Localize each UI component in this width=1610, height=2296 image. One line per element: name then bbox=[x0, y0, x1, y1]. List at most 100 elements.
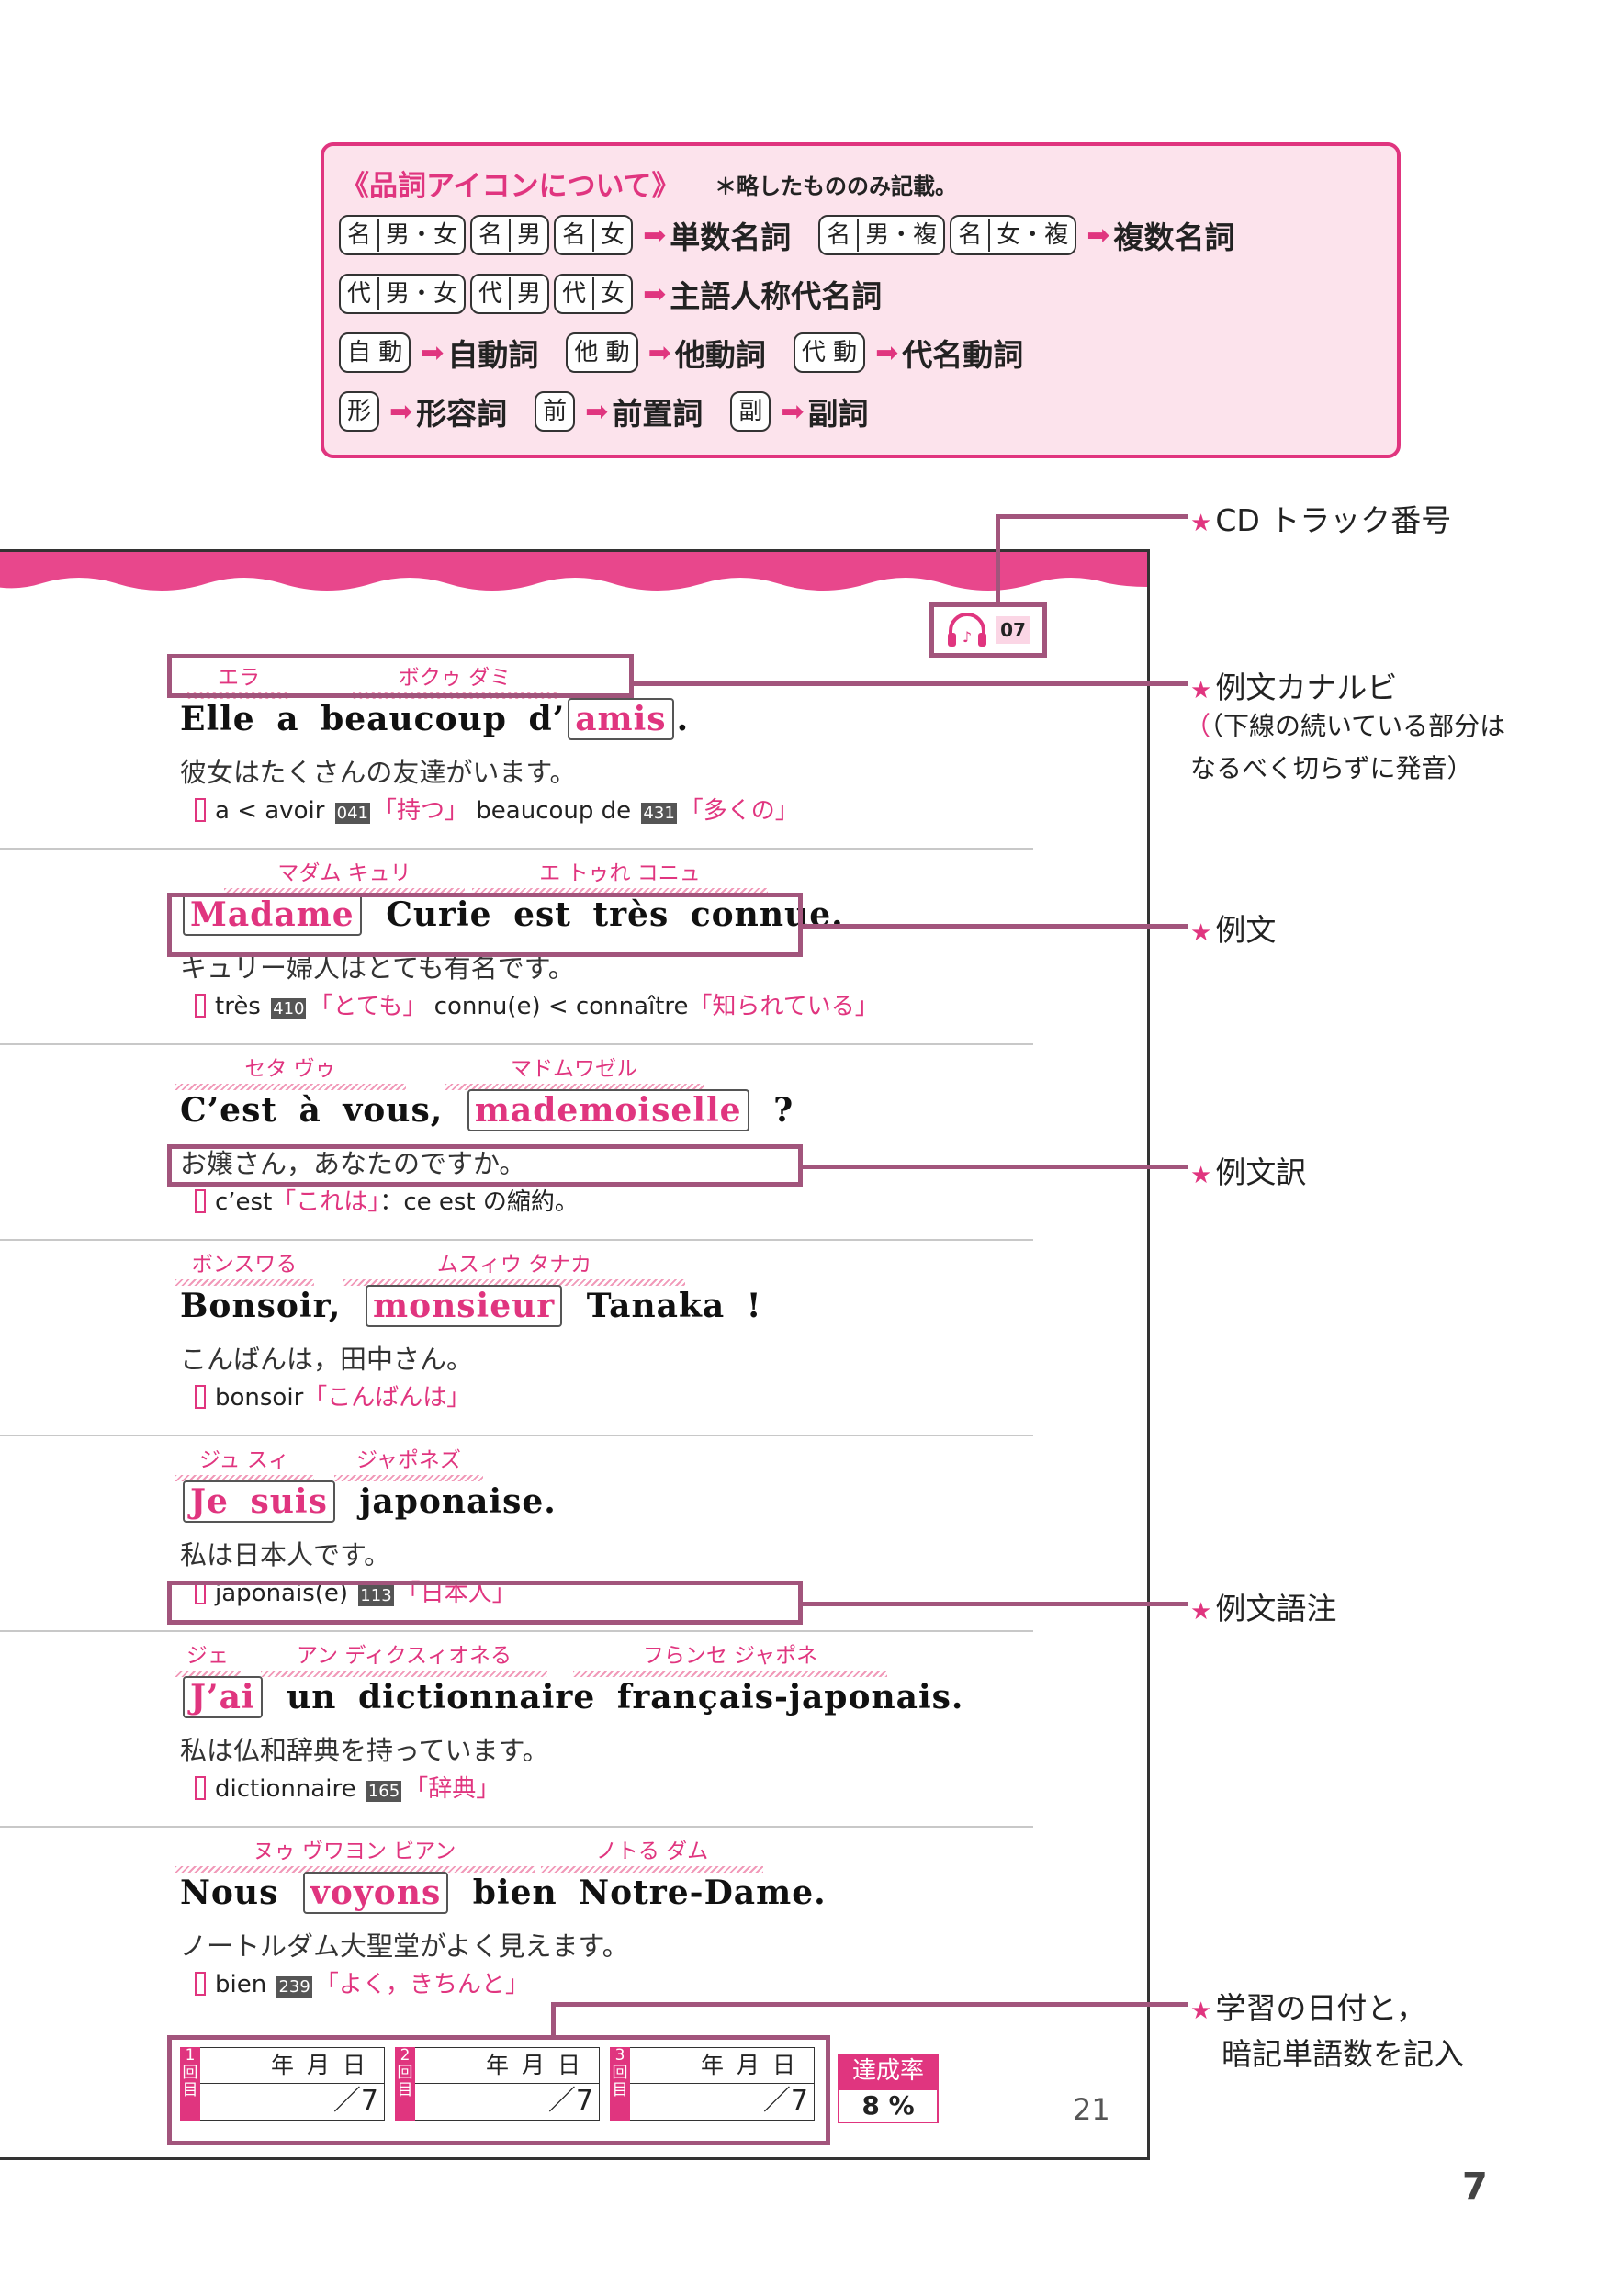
ruby-text: マダム キュリ bbox=[277, 861, 411, 885]
sentence-text: C’est à vous, bbox=[180, 1091, 465, 1130]
textbook-page bbox=[0, 549, 1150, 2160]
pos-tag-icon: 名女 bbox=[554, 215, 634, 255]
note-text: 「知られている」 bbox=[688, 993, 879, 1020]
french-sentence: Bonsoir, monsieur Tanaka ! bbox=[180, 1285, 762, 1327]
sentence-text: Elle a beaucoup d’ bbox=[180, 700, 566, 738]
legend-icon-group: 代 動 bbox=[793, 332, 870, 373]
note-text: beaucoup de bbox=[468, 797, 639, 825]
notes-callout-box bbox=[167, 1581, 803, 1625]
ruby-text: ノトる ダム bbox=[595, 1840, 709, 1863]
pos-tag-icon: 他 動 bbox=[566, 332, 638, 373]
ruby-reading: ヌゥ ヴワヨン ビアン bbox=[175, 1833, 535, 1873]
french-sentence: Nous voyons bien Notre-Dame. bbox=[180, 1872, 827, 1914]
sentence-text: . bbox=[676, 700, 690, 738]
japanese-translation: お嬢さん，あなたのですか。 bbox=[180, 1148, 526, 1179]
ruby-text: ジュ スィ bbox=[199, 1448, 289, 1472]
ruby-reading: アン ディクスィオネる bbox=[261, 1638, 547, 1677]
sentence-text: un dictionnaire français-japonais. bbox=[265, 1678, 964, 1716]
keyword-highlight: mademoiselle bbox=[467, 1089, 749, 1131]
ruby-reading: ボンスワる bbox=[175, 1246, 314, 1286]
pos-tag-part: 男・女 bbox=[377, 277, 464, 310]
ruby-reading: ジュ スィ bbox=[175, 1442, 314, 1481]
ruby-reading: マドムワゼル bbox=[445, 1051, 704, 1090]
example-connector bbox=[803, 924, 1188, 929]
pos-tag-part: 女 bbox=[592, 277, 631, 310]
ruby-text: ボンスワる bbox=[191, 1253, 298, 1277]
checkbox-icon[interactable] bbox=[195, 994, 206, 1018]
note-text: 「辞典」 bbox=[404, 1775, 501, 1803]
japanese-translation: 私は仏和辞典を持っています。 bbox=[180, 1735, 549, 1766]
french-sentence: Elle a beaucoup d’amis. bbox=[180, 698, 690, 740]
checkbox-icon[interactable] bbox=[195, 1189, 206, 1213]
legend-icon-group: 名男・複名女・複 bbox=[818, 215, 1081, 255]
pos-tag-part: 代 bbox=[562, 280, 587, 308]
word-number-badge: 113 bbox=[358, 1585, 394, 1606]
pos-tag-part: 男 bbox=[509, 277, 547, 310]
arrow-right-icon: ➡ bbox=[643, 277, 667, 310]
pos-tag-part: 他 動 bbox=[574, 339, 630, 366]
japanese-translation: こんばんは，田中さん。 bbox=[180, 1344, 474, 1375]
pos-tag-part: 自 動 bbox=[347, 339, 403, 366]
ruby-underline bbox=[445, 1084, 704, 1090]
ruby-underline bbox=[175, 1866, 535, 1873]
legend-row: 代男・女代男代女➡主語人称代名詞 bbox=[339, 271, 909, 317]
date-field[interactable]: 年月日 bbox=[630, 2048, 814, 2084]
pos-icon-legend: 《品詞アイコンについて》 ＊略したもののみ記載。 名男・女名男名女➡単数名詞名男… bbox=[321, 142, 1401, 458]
cd-track-number: 07 bbox=[996, 616, 1030, 644]
rate-value[interactable]: 8 % bbox=[838, 2088, 939, 2123]
keyword-highlight: J’ai bbox=[183, 1676, 263, 1718]
legend-row: 自 動➡自動詞他 動➡他動詞代 動➡代名動詞 bbox=[339, 330, 1051, 376]
callout-example: ★例文 bbox=[1190, 912, 1277, 948]
record-fields: 年月日／7 bbox=[415, 2047, 600, 2121]
legend-icon-group: 代男・女代男代女 bbox=[339, 274, 637, 314]
ruby-text: ジャポネズ bbox=[356, 1448, 461, 1472]
ruby-reading: ジェ bbox=[175, 1638, 241, 1677]
sentence-text: Tanaka ! bbox=[565, 1287, 762, 1325]
ruby-reading: ノトる ダム bbox=[541, 1833, 763, 1873]
callout-record-2: 暗記単語数を記入 bbox=[1222, 2036, 1464, 2072]
callout-ruby-sub: （（下線の続いている部分は bbox=[1185, 711, 1506, 741]
arrow-right-icon: ➡ bbox=[647, 336, 671, 369]
ruby-underline bbox=[175, 1084, 406, 1090]
checkbox-icon[interactable] bbox=[195, 1385, 206, 1409]
rate-label: 達成率 bbox=[838, 2054, 939, 2088]
callout-track: ★CD トラック番号 bbox=[1190, 502, 1452, 538]
track-connector bbox=[996, 514, 1000, 606]
checkbox-icon[interactable] bbox=[195, 1776, 206, 1800]
pos-tag-icon: 前 bbox=[535, 391, 576, 432]
note-text: ：ce est の縮約。 bbox=[379, 1188, 579, 1216]
callout-notes: ★例文語注 bbox=[1190, 1591, 1337, 1626]
note-text: bonsoir bbox=[215, 1384, 304, 1412]
legend-icon-group: 他 動 bbox=[566, 332, 642, 373]
record-fields: 年月日／7 bbox=[630, 2047, 815, 2121]
record-session: 1回目年月日／7 bbox=[180, 2047, 385, 2121]
track-connector-h bbox=[996, 514, 1188, 519]
legend-meaning: 自動詞 bbox=[447, 337, 539, 373]
legend-meaning: 代名動詞 bbox=[902, 337, 1024, 373]
date-field[interactable]: 年月日 bbox=[200, 2048, 384, 2084]
checkbox-icon[interactable] bbox=[195, 798, 206, 822]
legend-meaning: 副詞 bbox=[807, 396, 869, 432]
note-text: 「これは」 bbox=[272, 1188, 380, 1216]
pos-tag-part: 男 bbox=[509, 219, 547, 252]
count-field[interactable]: ／7 bbox=[762, 2085, 808, 2117]
word-note: dictionnaire 165「辞典」 bbox=[195, 1770, 500, 1804]
record-connector-h bbox=[551, 2002, 1188, 2007]
pos-tag-icon: 名男 bbox=[470, 215, 550, 255]
japanese-translation: 私は日本人です。 bbox=[180, 1539, 391, 1570]
keyword-highlight: amis bbox=[568, 698, 674, 740]
page-header-wave bbox=[0, 552, 1147, 591]
count-field[interactable]: ／7 bbox=[547, 2085, 593, 2117]
legend-meaning: 形容詞 bbox=[416, 396, 508, 432]
pos-tag-part: 副 bbox=[738, 398, 763, 425]
ruby-text: フらンセ ジャポネ bbox=[642, 1644, 818, 1668]
entry-separator bbox=[0, 1043, 1033, 1045]
sentence-text: Bonsoir, bbox=[180, 1287, 363, 1325]
ruby-underline bbox=[175, 1279, 314, 1286]
count-field[interactable]: ／7 bbox=[332, 2085, 378, 2117]
legend-icon-group: 名男・女名男名女 bbox=[339, 215, 637, 255]
checkbox-icon[interactable] bbox=[195, 1972, 206, 1996]
date-field[interactable]: 年月日 bbox=[415, 2048, 599, 2084]
